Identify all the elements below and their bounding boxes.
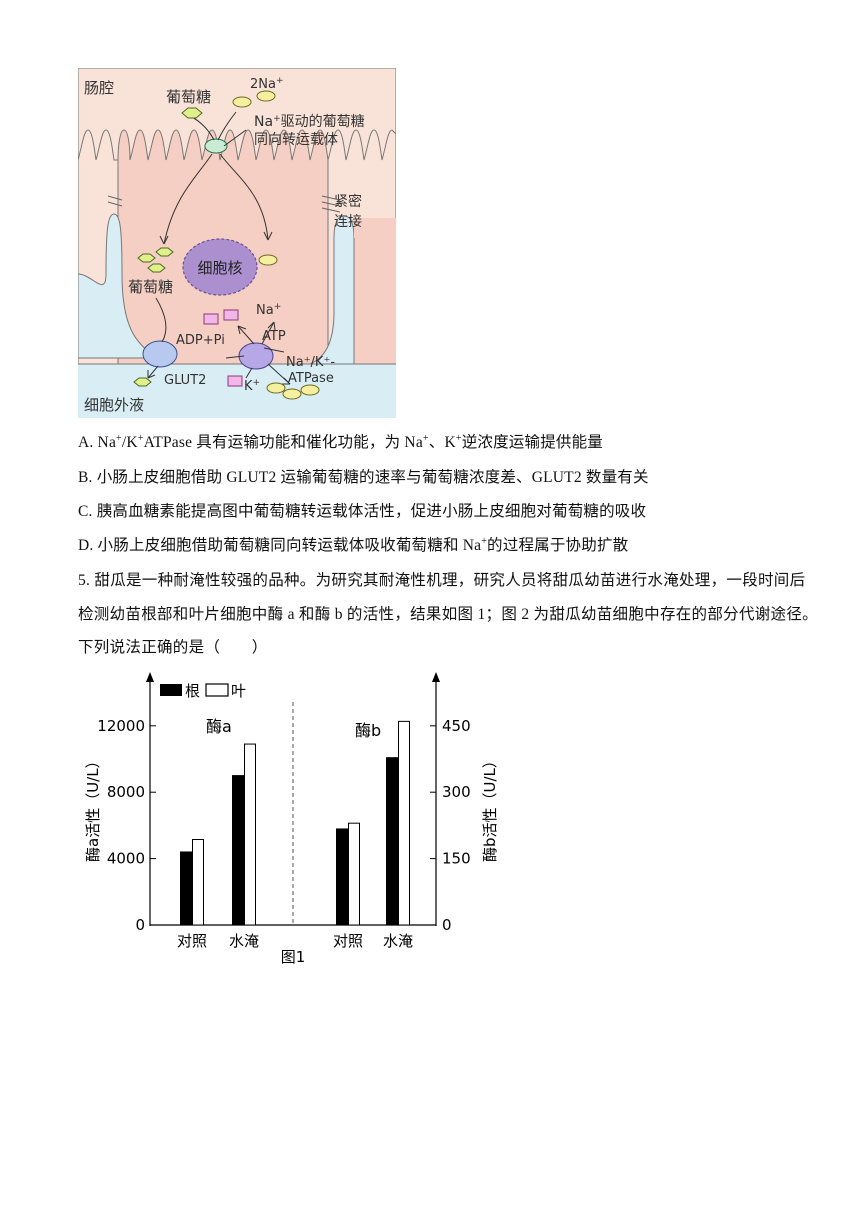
bar-a-control-root [180, 851, 192, 926]
symporter-label-line2: 同向转运载体 [254, 132, 338, 148]
glucose-label-top: 葡萄糖 [166, 88, 211, 106]
y-tick-label-1-0: 0 [442, 916, 452, 934]
bar-b-flood-leaf [398, 720, 410, 926]
figure-caption: 图1 [281, 948, 306, 966]
glucose-label-cell: 葡萄糖 [128, 278, 173, 296]
tight-junction-label-1: 紧密 [334, 193, 362, 210]
k-label: K+ [244, 378, 260, 394]
y-tick-label-1-2: 300 [442, 783, 471, 801]
right-y-label: 酶b活性（U/L） [481, 753, 499, 862]
left-y-label: 酶a活性（U/L） [84, 753, 102, 862]
glut2-label: GLUT2 [164, 373, 206, 388]
legend-swatch-leaf [205, 683, 229, 697]
transport-diagram: 细胞核 [78, 68, 396, 418]
question-5-line-3: 下列说法正确的是（ ） [78, 639, 268, 656]
na-label-pump: Na+ [256, 302, 281, 318]
bar-b-control-leaf [348, 822, 360, 926]
option-b[interactable]: B. 小肠上皮细胞借助 GLUT2 运输葡萄糖的速率与葡萄糖浓度差、GLUT2 … [78, 469, 649, 486]
y-tick-label-1-1: 150 [442, 850, 471, 868]
option-d[interactable]: D. 小肠上皮细胞借助葡萄糖同向转运载体吸收葡萄糖和 Na+的过程属于协助扩散 [78, 535, 629, 554]
x-label-b-flood: 水淹 [383, 932, 413, 950]
option-c[interactable]: C. 胰高血糖素能提高图中葡萄糖转运载体活性，促进小肠上皮细胞对葡萄糖的吸收 [78, 503, 647, 520]
tight-junction-label-2: 连接 [334, 213, 362, 230]
panel-b-title: 酶b [355, 721, 381, 740]
na-label-top: 2Na+ [250, 76, 284, 92]
y-tick-label-0-1: 4000 [107, 850, 145, 868]
option-a[interactable]: A. Na+/K+ATPase 具有运输功能和催化功能，为 Na+、K+逆浓度运… [78, 432, 603, 451]
bar-b-flood-root [386, 757, 398, 926]
x-label-a-control: 对照 [177, 932, 207, 950]
bar-a-control-leaf [192, 839, 204, 926]
question-5-line-2: 检测幼苗根部和叶片细胞中酶 a 和酶 b 的活性，结果如图 1；图 2 为甜瓜幼… [78, 606, 818, 623]
atp-label: ATP [262, 329, 286, 344]
x-label-b-control: 对照 [333, 932, 363, 950]
legend-label-leaf: 叶 [231, 682, 246, 700]
symporter-label-line1: Na+驱动的葡萄糖 [254, 114, 365, 130]
y-tick-label-1-3: 450 [442, 717, 471, 735]
legend-swatch-root [160, 684, 182, 696]
y-tick-label-0-0: 0 [135, 916, 145, 934]
lumen-label: 肠腔 [84, 79, 114, 97]
legend-label-root: 根 [185, 682, 200, 700]
bar-a-flood-root [232, 775, 244, 926]
y-tick-label-0-3: 12000 [97, 717, 145, 735]
figure-1-chart: 根 叶 酶a 酶b 酶a活性（U/L） 酶b活性（U/L） 对照 水淹 对照 水… [84, 672, 499, 966]
pump-label-line2: ATPase [288, 371, 334, 386]
adp-label: ADP+Pi [176, 333, 225, 348]
right-axis-arrow [432, 672, 440, 682]
x-label-a-flood: 水淹 [229, 932, 259, 950]
pump-label-line1: Na⁺/K⁺- [286, 355, 335, 370]
panel-a-title: 酶a [206, 717, 232, 736]
extracellular-label: 细胞外液 [84, 396, 144, 414]
y-tick-label-0-2: 8000 [107, 783, 145, 801]
question-5-line-1: 5. 甜瓜是一种耐淹性较强的品种。为研究其耐淹性机理，研究人员将甜瓜幼苗进行水淹… [78, 572, 806, 589]
left-axis-arrow [146, 672, 154, 682]
bar-a-flood-leaf [244, 743, 256, 926]
bar-b-control-root [336, 828, 348, 926]
nucleus-label: 细胞核 [197, 259, 242, 277]
